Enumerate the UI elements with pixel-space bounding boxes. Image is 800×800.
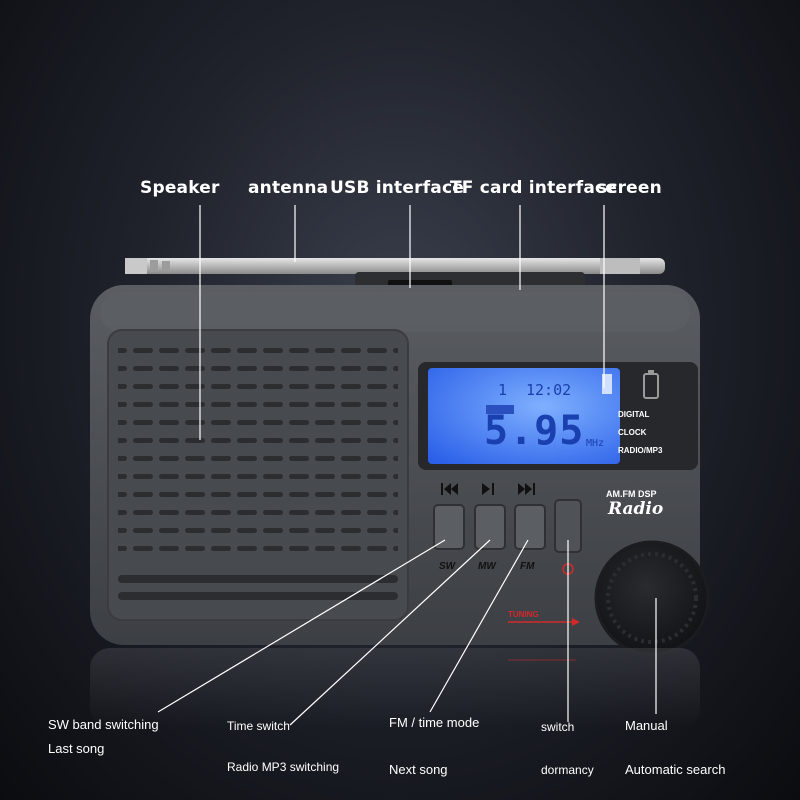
lcd-track: 1 <box>498 381 508 399</box>
callout-dormancy: dormancy <box>541 763 594 777</box>
callout-usb: USB interface <box>330 178 464 198</box>
tuning-knob <box>594 540 710 656</box>
panel-radio-mp3: RADIO/MP3 <box>618 446 663 455</box>
speaker-grille <box>118 344 398 554</box>
callout-lines <box>157 205 657 726</box>
callout-antenna: antenna <box>248 178 329 198</box>
button-label-fm: FM <box>520 561 535 572</box>
panel-digital: DIGITAL <box>618 410 650 419</box>
callout-fm-time: FM / time mode <box>389 715 480 730</box>
panel-am-fm-dsp: AM.FM DSP <box>606 489 657 499</box>
callout-tf-card: TF card interface <box>450 178 617 198</box>
callout-screen: screen <box>597 178 662 198</box>
reflection <box>90 648 700 728</box>
lcd-unit: MHz <box>586 438 605 449</box>
button-label-sw: SW <box>439 561 456 572</box>
callout-sw-band: SW band switching <box>48 717 159 732</box>
panel-clock: CLOCK <box>618 428 647 437</box>
antenna-graphic <box>125 258 665 274</box>
tuning-label: TUNING <box>508 610 539 619</box>
button-row <box>433 499 582 553</box>
panel-brand: Radio <box>608 499 664 519</box>
lcd-screen <box>428 368 620 464</box>
callout-switch: switch <box>541 720 575 734</box>
callout-auto-search: Automatic search <box>625 762 726 777</box>
callout-speaker: Speaker <box>140 178 220 198</box>
callout-time-switch: Time switch <box>227 719 290 733</box>
callout-next-song: Next song <box>389 762 448 777</box>
button-label-mw: MW <box>478 561 496 572</box>
lcd-frequency: 5.95 <box>484 408 585 454</box>
callout-last-song: Last song <box>48 741 105 756</box>
callout-manual: Manual <box>625 718 668 733</box>
media-icons <box>441 483 535 495</box>
callout-radio-mp3: Radio MP3 switching <box>227 760 340 774</box>
lcd-clock: 12:02 <box>526 381 572 399</box>
